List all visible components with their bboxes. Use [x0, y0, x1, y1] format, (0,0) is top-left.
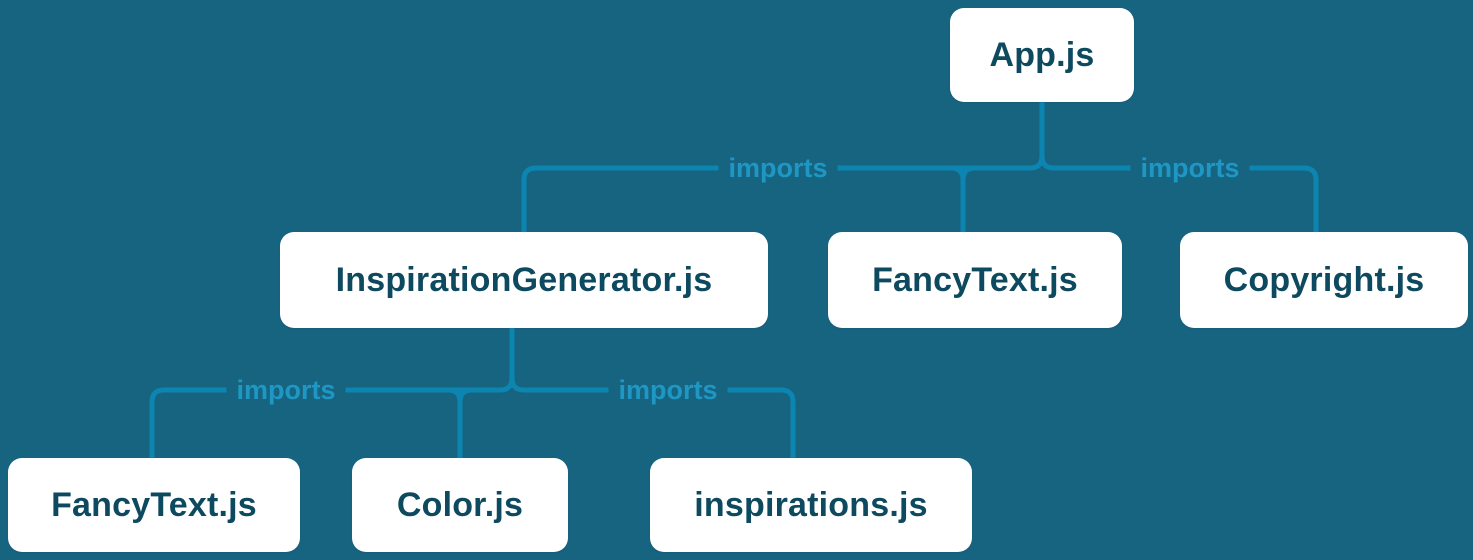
node-inspiration-generator-js: InspirationGenerator.js	[280, 232, 768, 328]
node-color-js: Color.js	[352, 458, 568, 552]
node-inspirations-js: inspirations.js	[650, 458, 972, 552]
node-label: App.js	[989, 35, 1095, 74]
imports-label: imports	[1130, 153, 1250, 184]
connector-app-to-fancytext	[948, 165, 978, 235]
node-fancytext-js-top: FancyText.js	[828, 232, 1122, 328]
node-label: Color.js	[396, 485, 524, 524]
node-app-js: App.js	[950, 8, 1134, 102]
imports-label: imports	[608, 375, 728, 406]
node-label: FancyText.js	[872, 260, 1078, 299]
node-label: FancyText.js	[51, 485, 257, 524]
node-label: Copyright.js	[1223, 260, 1425, 299]
node-fancytext-js-bottom: FancyText.js	[8, 458, 300, 552]
connector-inspiration-to-color	[445, 387, 475, 461]
imports-label: imports	[718, 153, 838, 184]
imports-label: imports	[226, 375, 346, 406]
node-copyright-js: Copyright.js	[1180, 232, 1468, 328]
node-label: inspirations.js	[694, 485, 928, 524]
node-label: InspirationGenerator.js	[335, 260, 713, 299]
